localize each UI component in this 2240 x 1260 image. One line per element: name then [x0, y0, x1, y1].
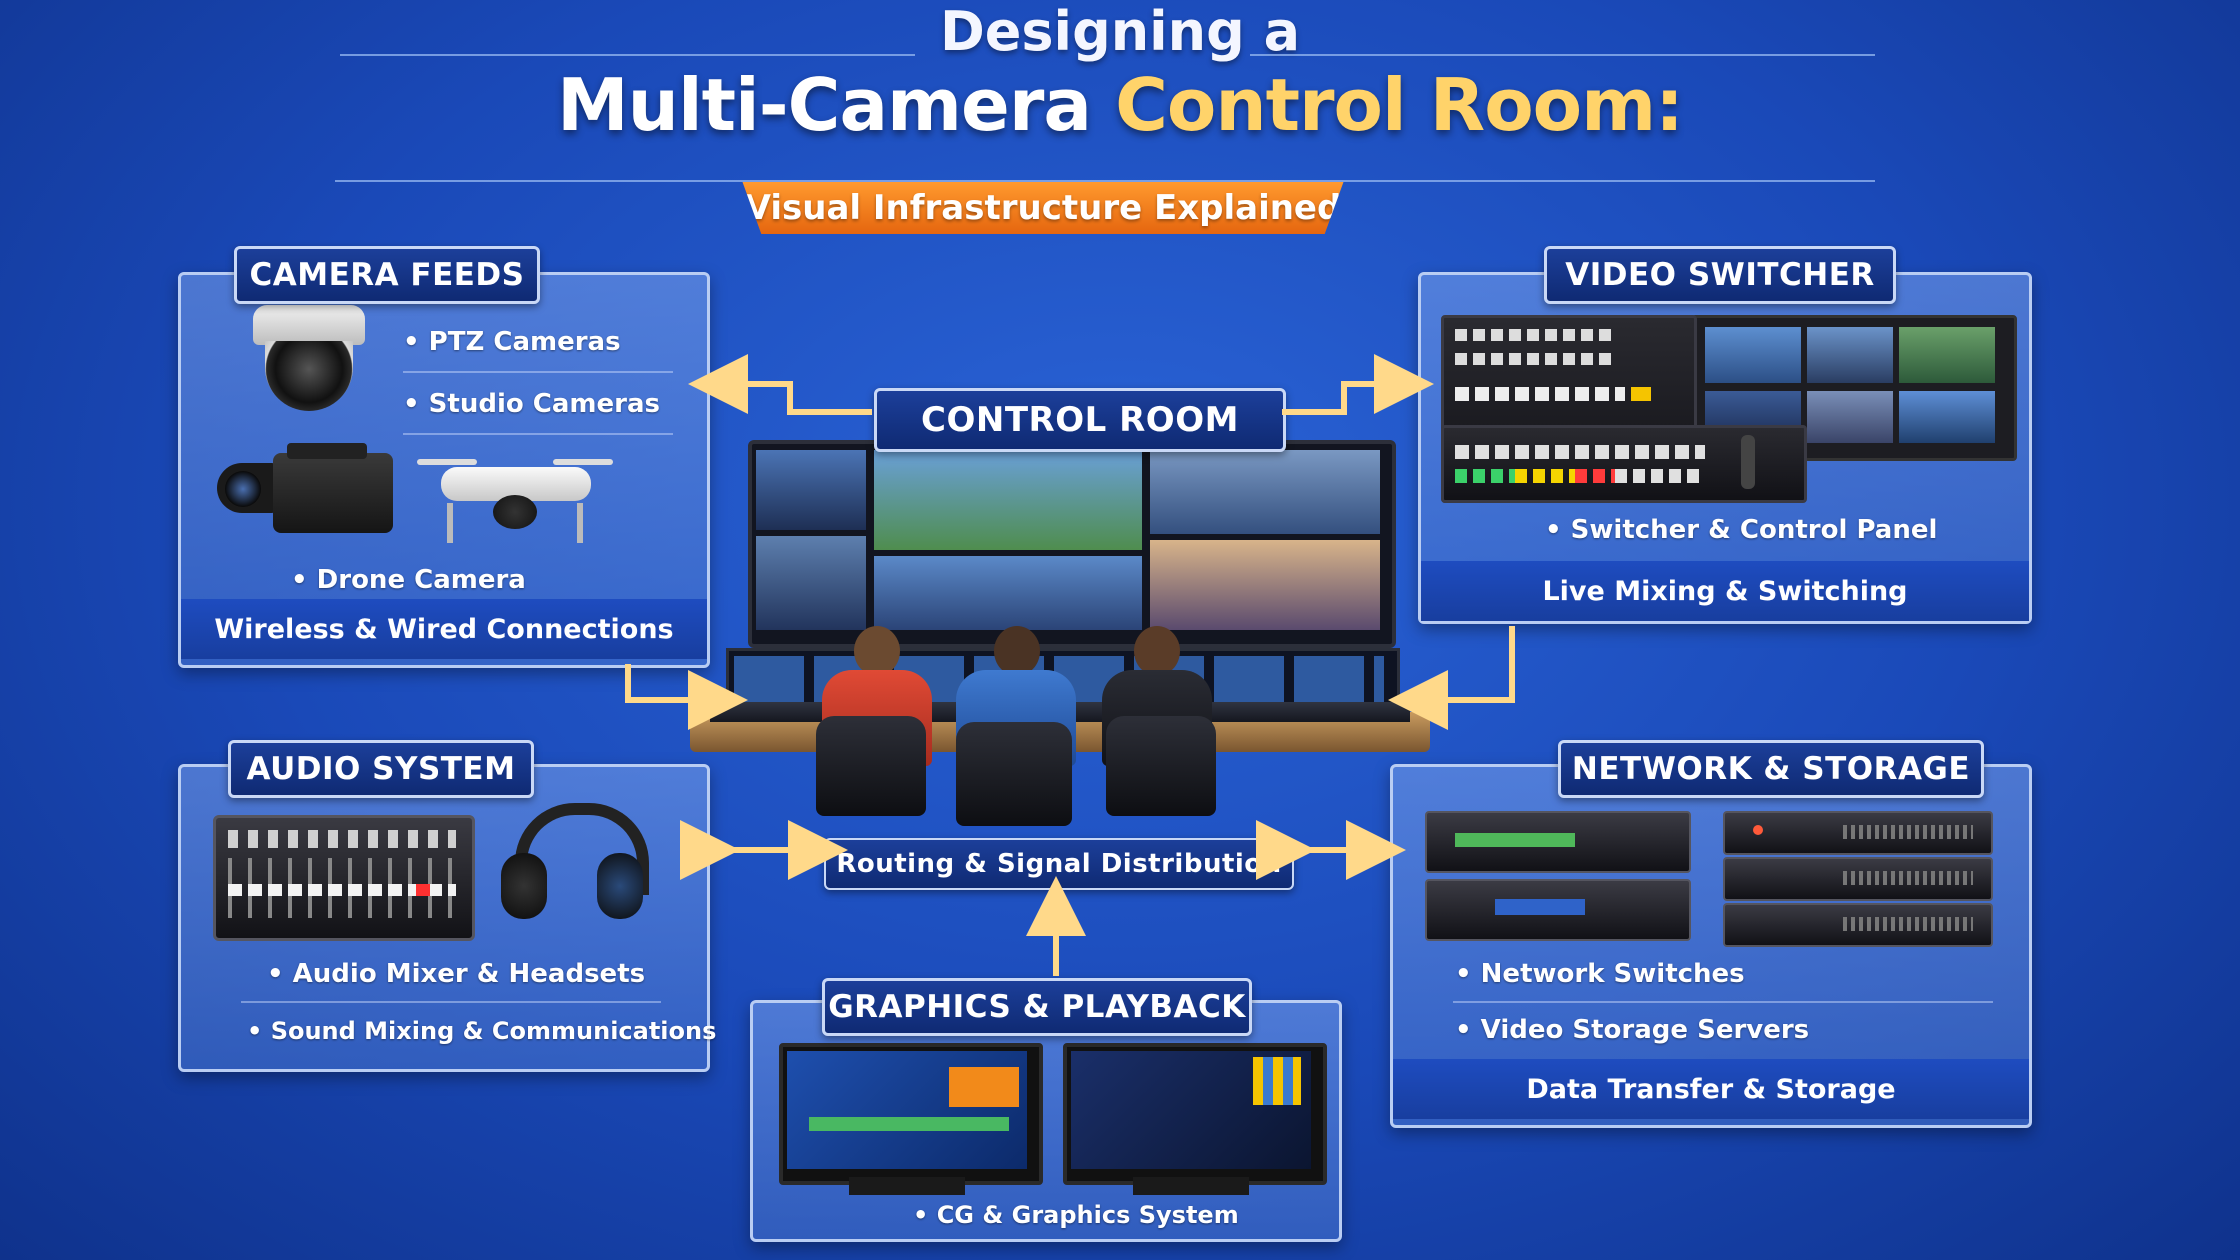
title-part-2-highlight: Control Room:	[1115, 63, 1684, 147]
network-storage-footer: Data Transfer & Storage	[1393, 1059, 2029, 1119]
video-switcher-tag: VIDEO SWITCHER	[1544, 246, 1896, 304]
video-switcher-footer: Live Mixing & Switching	[1421, 561, 2029, 621]
camera-feeds-panel: • PTZ Cameras • Studio Cameras • Drone C…	[178, 272, 710, 668]
arrow-camera-to-desk	[625, 664, 748, 730]
camera-item-studio: • Studio Cameras	[403, 389, 660, 419]
title-rule-right	[1250, 54, 1875, 56]
camera-sep-2	[403, 433, 673, 435]
network-item-storage: • Video Storage Servers	[1455, 1015, 1810, 1045]
graphics-monitor-icon	[779, 1043, 1043, 1201]
playback-monitor-icon	[1063, 1043, 1327, 1201]
audio-item-sound: • Sound Mixing & Communications	[247, 1017, 717, 1045]
wall-screen	[756, 536, 866, 630]
subtitle-banner: Visual Infrastructure Explained	[742, 182, 1344, 234]
network-storage-panel: • Network Switches • Video Storage Serve…	[1390, 764, 2032, 1128]
video-switcher-device	[1441, 315, 2017, 503]
studio-camera-icon	[217, 443, 397, 547]
network-sep-1	[1453, 1001, 1993, 1003]
audio-system-tag: AUDIO SYSTEM	[228, 740, 534, 798]
ptz-camera-icon	[253, 305, 365, 415]
network-storage-tag: NETWORK & STORAGE	[1558, 740, 1984, 798]
wall-screen	[756, 450, 866, 530]
title-part-1: Multi-Camera	[557, 63, 1092, 147]
camera-sep-1	[403, 371, 673, 373]
title-rule-left	[340, 54, 915, 56]
control-room-scene	[690, 440, 1430, 860]
graphics-item-cg: • CG & Graphics System	[913, 1201, 1239, 1229]
title-line-1: Designing a	[939, 0, 1301, 63]
page-title: Multi-Camera Control Room:	[0, 63, 2240, 147]
drone-icon	[417, 453, 613, 549]
wall-screen	[1150, 450, 1380, 534]
network-switch-icon	[1425, 811, 1691, 941]
network-item-switches: • Network Switches	[1455, 959, 1745, 989]
graphics-playback-tag: GRAPHICS & PLAYBACK	[822, 978, 1252, 1036]
headset-icon	[501, 803, 649, 933]
video-switcher-panel: • Switcher & Control Panel Live Mixing &…	[1418, 272, 2032, 624]
storage-server-icon	[1723, 811, 1993, 947]
arrow-switcher-to-desk	[1388, 626, 1515, 730]
camera-item-drone: • Drone Camera	[291, 565, 526, 595]
wall-screen	[1150, 540, 1380, 630]
arrow-to-camera-feeds	[688, 354, 872, 415]
camera-feeds-tag: CAMERA FEEDS	[234, 246, 540, 304]
wall-screen	[874, 450, 1142, 550]
switcher-item-panel: • Switcher & Control Panel	[1545, 515, 1938, 545]
arrow-to-video-switcher	[1282, 354, 1434, 415]
subtitle-text: Visual Infrastructure Explained	[744, 188, 1342, 228]
title-rule-bottom	[335, 180, 1875, 182]
audio-item-mixer: • Audio Mixer & Headsets	[267, 959, 646, 989]
control-room-tag: CONTROL ROOM	[874, 388, 1286, 452]
wall-screen	[874, 556, 1142, 630]
audio-mixer-icon	[213, 815, 475, 941]
camera-item-ptz: • PTZ Cameras	[403, 327, 621, 357]
camera-feeds-footer: Wireless & Wired Connections	[181, 599, 707, 659]
audio-sep-1	[241, 1001, 661, 1003]
